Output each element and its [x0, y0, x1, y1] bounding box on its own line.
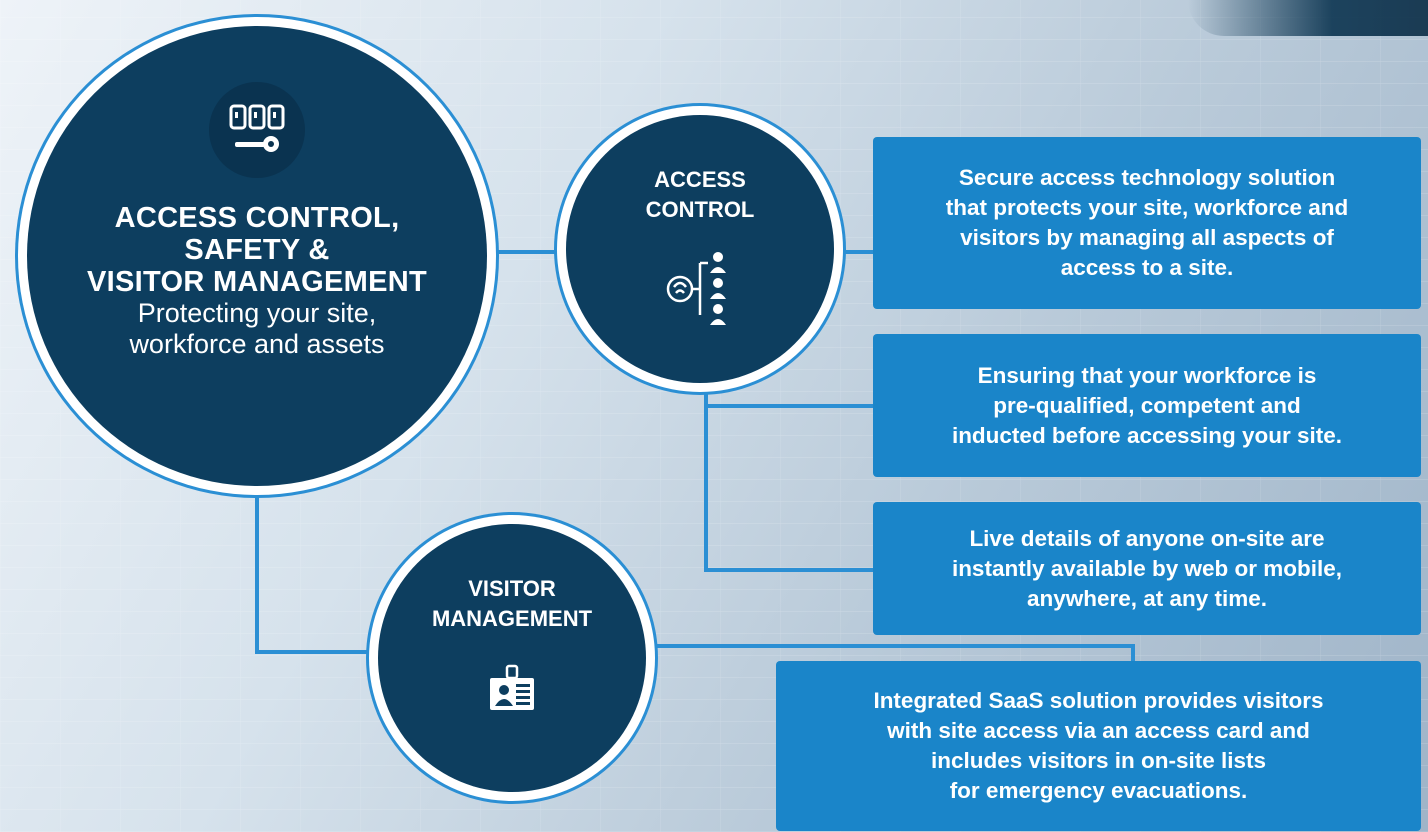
- main-subtitle: Protecting your site, workforce and asse…: [27, 298, 487, 360]
- main-circle: ACCESS CONTROL, SAFETY & VISITOR MANAGEM…: [27, 26, 487, 486]
- connector-access-to-box2-box3: [704, 386, 873, 572]
- info-box-saas-visitors: Integrated SaaS solution provides visito…: [776, 661, 1421, 831]
- box-text-line: for emergency evacuations.: [949, 778, 1248, 803]
- box-text-line: access to a site.: [1060, 255, 1234, 280]
- info-box-secure-access: Secure access technology solution that p…: [873, 137, 1421, 309]
- box-text-line: visitors by managing all aspects of: [960, 225, 1334, 250]
- box-text-line: Live details of anyone on-site are: [969, 525, 1325, 551]
- box-text-line: instantly available by web or mobile,: [951, 555, 1343, 581]
- box-text-line: with site access via an access card and: [887, 718, 1310, 743]
- main-icon-disc: [209, 82, 305, 178]
- visitor-management-circle: VISITOR MANAGEMENT: [378, 524, 646, 792]
- main-subtitle-line: Protecting your site,: [137, 298, 377, 328]
- visitor-management-title-line: VISITOR: [468, 576, 556, 601]
- main-title-line: SAFETY &: [184, 234, 330, 266]
- access-control-title-line: CONTROL: [645, 197, 755, 222]
- box-text-line: Secure access technology solution: [958, 165, 1336, 190]
- background-corner-shape: [1188, 0, 1428, 36]
- box-text-line: inducted before accessing your site.: [951, 422, 1343, 448]
- main-subtitle-line: workforce and assets: [129, 329, 385, 359]
- access-control-title: ACCESS CONTROL: [566, 165, 834, 225]
- info-box-live-details: Live details of anyone on-site are insta…: [873, 502, 1421, 635]
- visitor-management-title: VISITOR MANAGEMENT: [378, 574, 646, 634]
- info-box-workforce: Ensuring that your workforce is pre-qual…: [873, 334, 1421, 477]
- id-badge-icon: [490, 664, 534, 710]
- connector-visitor-to-box4: [649, 644, 1135, 661]
- box-text-line: pre-qualified, competent and: [993, 392, 1301, 418]
- box-text-line: that protects your site, workforce and: [945, 195, 1349, 220]
- box-text-line: includes visitors in on-site lists: [930, 748, 1267, 773]
- key-card-icon: [229, 104, 285, 152]
- main-title-line: VISITOR MANAGEMENT: [87, 266, 427, 298]
- visitor-management-title-line: MANAGEMENT: [431, 606, 593, 631]
- box-text-line: Integrated SaaS solution provides visito…: [873, 688, 1324, 713]
- connector-main-to-visitor: [255, 489, 375, 654]
- box-text-line: Ensuring that your workforce is: [977, 362, 1317, 388]
- fingerprint-people-icon: [666, 252, 726, 325]
- access-control-title-line: ACCESS: [654, 167, 746, 192]
- main-title: ACCESS CONTROL, SAFETY & VISITOR MANAGEM…: [27, 202, 487, 298]
- box-text-line: anywhere, at any time.: [1026, 585, 1268, 611]
- access-control-circle: ACCESS CONTROL: [566, 115, 834, 383]
- main-title-line: ACCESS CONTROL,: [114, 202, 400, 234]
